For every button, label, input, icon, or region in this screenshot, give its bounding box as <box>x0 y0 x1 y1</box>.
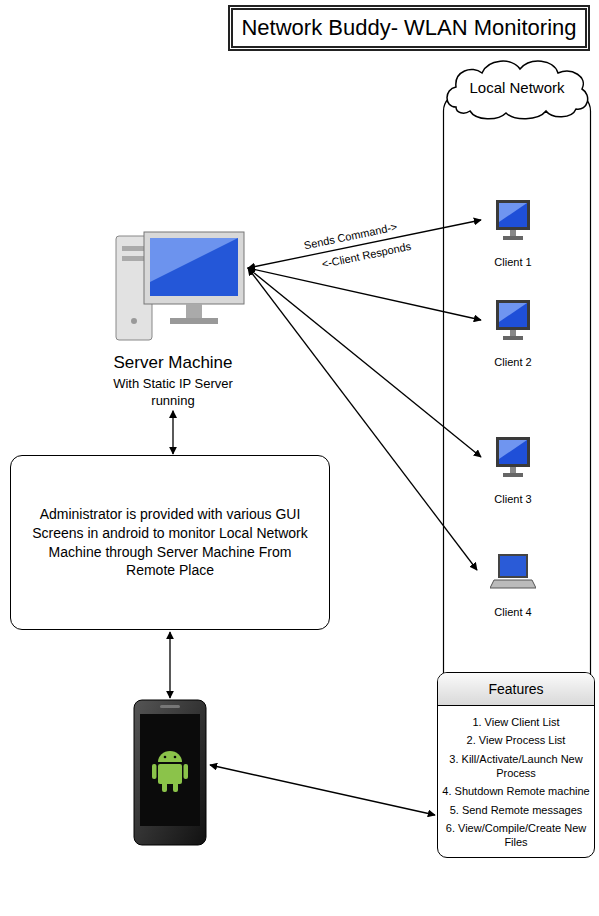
client-label: Client 3 <box>482 493 544 505</box>
feature-item: 4. Shutdown Remote machine <box>438 781 594 799</box>
server-description: With Static IP Server running <box>98 376 248 409</box>
admin-node: Administrator is provided with various G… <box>10 455 330 630</box>
admin-phone-arrow <box>169 632 170 698</box>
admin-description: Administrator is provided with various G… <box>23 505 317 581</box>
android-phone <box>134 700 206 845</box>
phone-features-arrow <box>210 765 435 815</box>
connector-arrow <box>172 411 173 454</box>
client-label: Client 4 <box>478 606 548 618</box>
feature-item: 3. Kill/Activate/Launch New Process <box>438 749 594 782</box>
feature-item: 6. View/Compile/Create New Files <box>438 818 594 851</box>
server-node: Server MachineWith Static IP Server runn… <box>98 226 248 409</box>
monitor-icon <box>490 198 536 244</box>
features-heading: Features <box>438 673 594 706</box>
region-node: Local NetworkClient 1 Client 2 Client 3 Cli… <box>442 55 592 717</box>
diagram-title: Network Buddy- WLAN Monitoring <box>241 15 576 41</box>
features-node: Features 1. View Client List2. View Proce… <box>437 672 595 858</box>
region-heading: Local Network <box>442 79 592 96</box>
monitor-icon <box>490 298 536 344</box>
title-box: Network Buddy- WLAN Monitoring <box>228 5 590 51</box>
server-heading: Server Machine <box>98 352 248 373</box>
laptop-node: Client 4 <box>478 548 548 618</box>
connector-arrow <box>248 268 481 457</box>
feature-item: 1. View Client List <box>438 712 594 730</box>
server-computer-icon <box>98 226 248 346</box>
monitor-node: Client 2 <box>482 298 544 368</box>
monitor-node: Client 1 <box>482 198 544 268</box>
feature-item: 5. Send Remote messages <box>438 800 594 818</box>
connector-arrow <box>248 268 481 320</box>
client-label: Client 2 <box>482 356 544 368</box>
laptop-icon <box>490 548 536 594</box>
monitor-node: Client 3 <box>482 435 544 505</box>
feature-item: 2. View Process List <box>438 730 594 748</box>
client-label: Client 1 <box>482 256 544 268</box>
monitor-icon <box>490 435 536 481</box>
